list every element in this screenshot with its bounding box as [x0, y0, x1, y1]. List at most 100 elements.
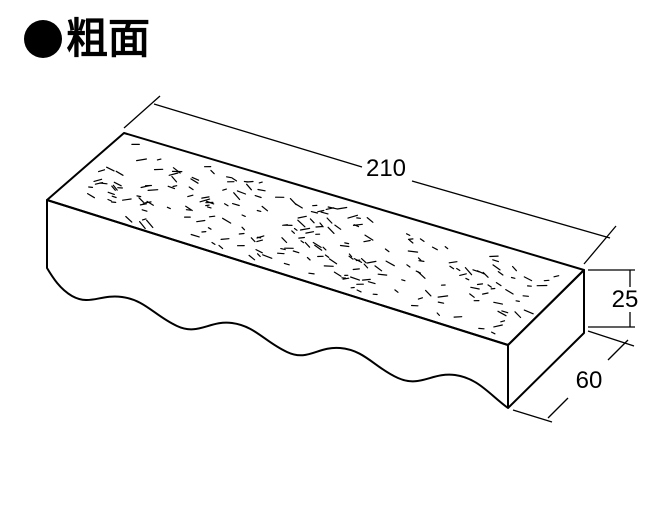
texture-dash — [136, 158, 147, 162]
texture-dash — [310, 211, 318, 214]
texture-dash — [326, 217, 333, 224]
texture-dash — [339, 244, 350, 248]
texture-dash — [464, 267, 473, 276]
texture-dash — [497, 271, 504, 276]
texture-dash — [367, 281, 376, 285]
texture-dash — [309, 218, 315, 224]
texture-dash — [211, 241, 216, 245]
texture-dash — [407, 250, 419, 253]
texture-dash — [246, 183, 252, 191]
texture-dash — [187, 194, 194, 198]
texture-dash — [300, 240, 305, 244]
texture-dash — [363, 263, 369, 269]
texture-dash — [199, 198, 211, 203]
texture-dash — [233, 192, 241, 201]
texture-dash — [493, 301, 503, 305]
texture-dash — [522, 295, 530, 297]
texture-dash — [317, 209, 325, 213]
texture-dash — [256, 209, 262, 212]
texture-dash — [262, 254, 273, 259]
texture-dash — [417, 271, 426, 279]
texture-dash — [417, 257, 422, 261]
texture-dash — [510, 276, 516, 279]
texture-dash — [336, 206, 348, 210]
texture-dash — [136, 195, 142, 198]
texture-dash — [113, 181, 122, 187]
texture-dash — [241, 226, 246, 231]
texture-dash — [366, 260, 377, 264]
texture-dash — [236, 190, 247, 195]
texture-dash — [99, 182, 108, 185]
texture-dash — [97, 169, 106, 173]
texture-dash — [282, 224, 288, 226]
texture-dash — [188, 186, 194, 191]
dimension-width-label: 60 — [576, 367, 603, 394]
texture-dash — [459, 273, 467, 276]
texture-dash — [523, 309, 534, 315]
texture-dash — [107, 198, 113, 202]
texture-dash — [328, 258, 338, 265]
texture-dash — [297, 215, 307, 219]
texture-dash — [315, 225, 324, 228]
texture-dash — [257, 188, 266, 192]
bullet-icon — [24, 20, 62, 58]
texture-dash — [146, 219, 154, 229]
texture-dash — [191, 176, 200, 181]
texture-dash — [384, 248, 390, 253]
texture-dash — [254, 195, 262, 199]
texture-dash — [523, 276, 533, 282]
texture-dash — [257, 253, 261, 258]
texture-dash — [385, 260, 395, 267]
texture-dash — [293, 227, 298, 231]
texture-dash — [139, 221, 146, 230]
texture-dash — [141, 209, 148, 212]
texture-dash — [280, 248, 286, 251]
texture-dash — [226, 176, 233, 179]
texture-dash — [448, 261, 458, 264]
texture-dash — [364, 234, 374, 241]
texture-dash — [277, 252, 285, 255]
texture-dash — [492, 259, 499, 263]
texture-dash — [406, 264, 411, 268]
texture-dash — [220, 238, 230, 240]
texture-dash — [356, 289, 362, 293]
texture-dash — [493, 324, 503, 328]
texture-dash — [142, 201, 152, 204]
texture-dash — [511, 265, 518, 272]
texture-dash — [156, 158, 162, 161]
texture-dash — [312, 241, 322, 248]
texture-dash — [168, 172, 179, 176]
texture-dash — [350, 276, 360, 281]
texture-dash — [190, 178, 199, 184]
texture-dash — [470, 286, 480, 290]
texture-dash — [505, 289, 514, 295]
texture-dash — [250, 237, 256, 243]
texture-dash — [394, 289, 399, 293]
texture-dash — [238, 232, 245, 235]
texture-dash — [324, 254, 330, 258]
texture-dash — [222, 188, 227, 191]
texture-dash — [436, 312, 440, 316]
texture-dash — [115, 170, 124, 176]
texture-dash — [514, 311, 522, 319]
texture-dash — [491, 331, 496, 335]
texture-dash — [334, 224, 342, 230]
texture-dash — [111, 185, 116, 191]
texture-dash — [86, 193, 96, 199]
brick-top-face — [46, 132, 585, 346]
page-title: 粗面 — [24, 14, 150, 64]
texture-dash — [348, 255, 354, 260]
texture-dash — [515, 300, 520, 302]
texture-dash — [306, 256, 311, 261]
texture-dash — [492, 264, 501, 271]
texture-dash — [419, 238, 425, 242]
texture-dash — [456, 267, 461, 272]
texture-dash — [437, 295, 449, 298]
texture-dash — [172, 185, 178, 188]
texture-dash — [406, 233, 411, 236]
texture-dash — [469, 293, 475, 298]
texture-dash — [465, 277, 470, 281]
texture-dash — [232, 177, 238, 182]
texture-dash — [408, 239, 414, 244]
